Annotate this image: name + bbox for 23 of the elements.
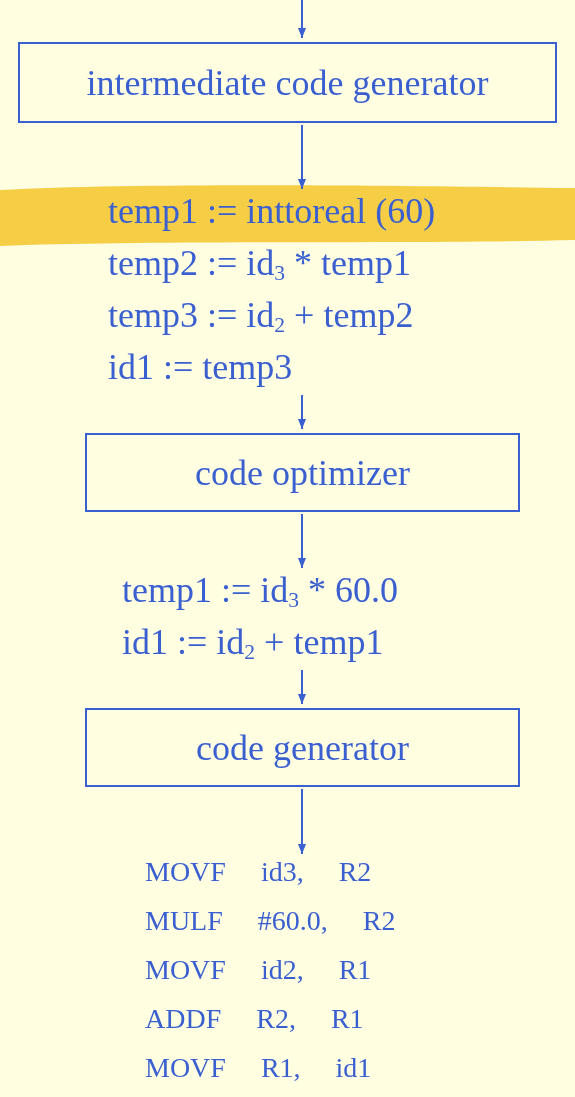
code-line: temp1 := inttoreal (60) (108, 193, 436, 229)
code-line: MOVF id3, R2 (145, 858, 372, 886)
arrow (298, 788, 306, 855)
code-line: ADDF R2, R1 (145, 1005, 364, 1033)
arrow (298, 0, 306, 39)
code-line: id1 := id$_{2}$ + temp1 (122, 624, 384, 660)
process-box (85, 708, 520, 787)
code-line: temp1 := id$_{3}$ * 60.0 (122, 572, 399, 608)
code-line: MOVF R1, id1 (145, 1054, 372, 1082)
code-line: id1 := temp3 (108, 349, 293, 385)
box-label: intermediate code generator (86, 64, 489, 101)
arrow (298, 669, 306, 705)
code-line: temp2 := id$_{3}$ * temp1 (108, 245, 412, 281)
box-label: code generator (196, 729, 409, 766)
code-line: MULF #60.0, R2 (145, 907, 396, 935)
code-line: MOVF id2, R1 (145, 956, 372, 984)
arrow (298, 124, 306, 190)
process-box (18, 42, 557, 123)
code-line: temp3 := id$_{2}$ + temp2 (108, 297, 414, 333)
arrow (298, 513, 306, 569)
process-box (85, 433, 520, 512)
arrow (298, 394, 306, 430)
box-label: code optimizer (195, 454, 410, 491)
